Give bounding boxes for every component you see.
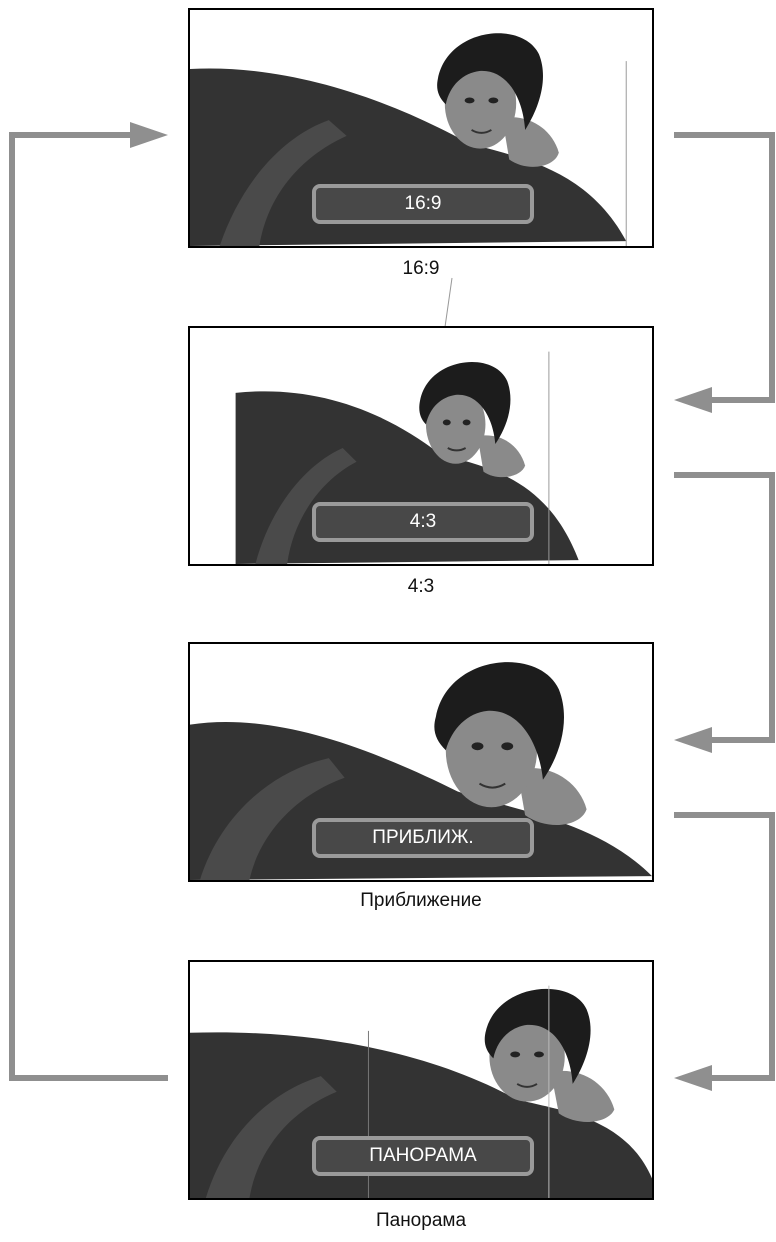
- connector-zoom-to-panorama: [674, 812, 775, 1081]
- osd-mode-label: ПРИБЛИЖ.: [312, 818, 534, 858]
- screen-panorama: ПАНОРАМА: [188, 960, 654, 1200]
- return-connector: [9, 132, 168, 1081]
- screen-4-3: 4:3: [188, 326, 654, 566]
- mode-caption: 4:3: [407, 576, 435, 597]
- arrow-icon: [674, 727, 712, 753]
- arrow-icon: [130, 122, 168, 148]
- connector-16-9-to-4-3: [674, 132, 775, 403]
- reclining-woman-photo: [190, 662, 652, 880]
- osd-mode-label: 16:9: [312, 184, 534, 224]
- screen-16-9: 16:9: [188, 8, 654, 248]
- osd-mode-label: ПАНОРАМА: [312, 1136, 534, 1176]
- arrow-icon: [674, 387, 712, 413]
- osd-mode-label: 4:3: [312, 502, 534, 542]
- mode-caption: Панорама: [375, 1210, 467, 1231]
- reclining-woman-photo: [190, 985, 652, 1198]
- connector-4-3-to-zoom: [674, 472, 775, 743]
- mode-caption: 16:9: [402, 258, 440, 279]
- screen-zoom: ПРИБЛИЖ.: [188, 642, 654, 882]
- arrow-icon: [674, 1065, 712, 1091]
- mode-caption: Приближение: [360, 890, 482, 911]
